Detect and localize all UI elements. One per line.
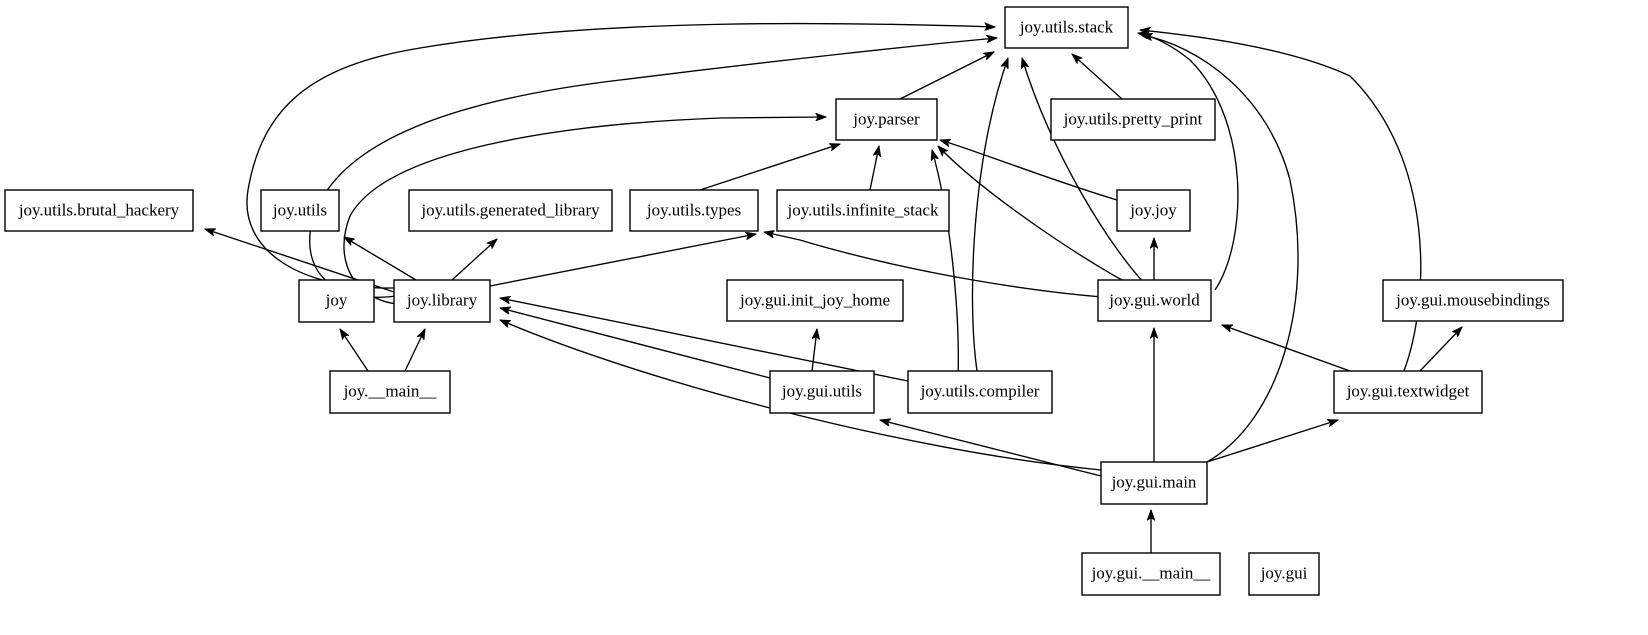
node-joy-gui[interactable]: joy.gui xyxy=(1248,552,1320,596)
edge-library-stack-a xyxy=(246,24,995,289)
edge-library-generatedlibrary xyxy=(451,239,497,281)
edge-guiutils-initjoyhome xyxy=(811,329,817,372)
edge-compiler-stack xyxy=(971,58,1009,372)
node-joy-gui-init-joy-home[interactable]: joy.gui.init_joy_home xyxy=(726,279,904,322)
node-joy-main[interactable]: joy.__main__ xyxy=(329,370,451,414)
node-joy[interactable]: joy xyxy=(298,279,375,323)
node-joy-library[interactable]: joy.library xyxy=(393,279,491,323)
node-joy-utils-compiler[interactable]: joy.utils.compiler xyxy=(907,370,1053,414)
node-joy-gui-utils[interactable]: joy.gui.utils xyxy=(769,370,875,414)
edge-library-types xyxy=(489,234,756,287)
edge-main-library xyxy=(404,329,426,372)
node-joy-gui-textwidget[interactable]: joy.gui.textwidget xyxy=(1333,370,1483,414)
edge-infinitestack-parser xyxy=(869,146,879,191)
node-joy-gui-mousebindings[interactable]: joy.gui.mousebindings xyxy=(1382,279,1564,322)
node-joy-utils-generated-library[interactable]: joy.utils.generated_library xyxy=(408,189,613,232)
edge-types-parser xyxy=(699,144,840,191)
edge-guiutils-library xyxy=(500,308,771,379)
node-joy-gui-world[interactable]: joy.gui.world xyxy=(1097,279,1212,322)
node-joy-utils-types[interactable]: joy.utils.types xyxy=(629,189,759,232)
edge-guimain-textwidget xyxy=(1206,420,1338,463)
node-joy-utils[interactable]: joy.utils xyxy=(260,189,340,232)
edge-world-stack xyxy=(1022,58,1152,291)
edge-world-stack-b xyxy=(1138,33,1239,291)
edge-compiler-library xyxy=(500,298,909,382)
edge-textwidget-mousebindings xyxy=(1419,327,1462,372)
node-joy-utils-pretty-print[interactable]: joy.utils.pretty_print xyxy=(1050,98,1216,141)
edge-prettyprint-stack xyxy=(1072,54,1123,100)
edge-library-stack-b xyxy=(309,38,997,298)
nodes-layer: joy.utils.stack joy.parser joy.utils.pre… xyxy=(4,6,1564,596)
edge-joyjoy-parser xyxy=(940,140,1118,201)
edge-guimain-stack xyxy=(1142,35,1299,463)
node-joy-utils-infinite-stack[interactable]: joy.utils.infinite_stack xyxy=(776,189,950,232)
node-joy-utils-brutal-hackery[interactable]: joy.utils.brutal_hackery xyxy=(4,189,194,232)
edge-parser-stack xyxy=(899,52,994,100)
edge-main-joy xyxy=(340,329,369,372)
edge-compiler-parser xyxy=(932,150,959,379)
node-joy-parser[interactable]: joy.parser xyxy=(835,98,938,141)
edge-textwidget-world xyxy=(1222,324,1351,372)
node-joy-gui-main[interactable]: joy.gui.main xyxy=(1100,461,1208,505)
edge-guimain-guiutils xyxy=(880,420,1102,477)
node-joy-gui-main-module[interactable]: joy.gui.__main__ xyxy=(1081,552,1221,596)
node-joy-joy[interactable]: joy.joy xyxy=(1116,189,1191,232)
node-joy-utils-stack[interactable]: joy.utils.stack xyxy=(1004,6,1129,49)
edge-library-utils xyxy=(344,237,417,281)
